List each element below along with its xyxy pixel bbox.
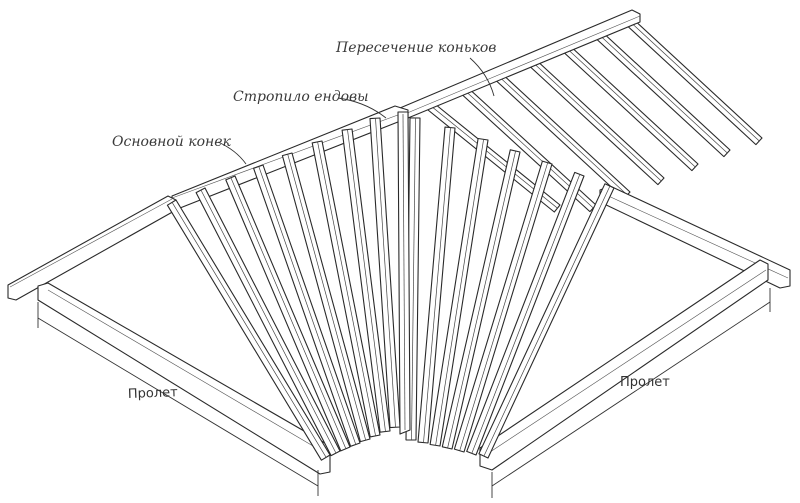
left-rafter-2	[195, 187, 341, 457]
back-rafter-7-face	[629, 20, 760, 142]
secondary-ridge-edge	[399, 15, 641, 117]
left-rafter-7-face	[347, 129, 386, 432]
span-right-line	[491, 301, 771, 487]
right-rafter-7-face	[483, 185, 611, 457]
left-rafter-3	[225, 175, 351, 452]
right-rafter-2-face	[423, 127, 451, 443]
span-right-label: Пролет	[620, 375, 670, 390]
right-rafter-4	[441, 149, 521, 450]
valley-rafter-face	[402, 113, 406, 431]
left-rafter-1	[166, 199, 331, 461]
left-rafter-5	[281, 152, 371, 443]
left-rafter-6-face	[317, 141, 376, 436]
left-bottom-wall-plate	[37, 282, 331, 475]
left-rafter-4-face	[258, 166, 357, 445]
right-rafters	[405, 117, 615, 459]
right-rafter-5	[453, 160, 553, 453]
left-top-plate-edge	[9, 198, 173, 288]
right-rafter-3	[429, 137, 489, 447]
ridge-intersection-leader	[469, 57, 495, 97]
span-dimension-left	[37, 302, 319, 496]
valley-rafter-leader	[337, 97, 387, 119]
span-left-label: Пролет	[128, 385, 179, 402]
left-bottom-plate-edge	[47, 289, 331, 457]
left-rafter-8-face	[375, 118, 396, 428]
right-rafter-1-face	[411, 117, 416, 440]
ridge-intersection-label: Пересечение коньков	[335, 40, 496, 56]
left-rafter-6	[311, 140, 381, 438]
left-rafter-1-face	[171, 202, 327, 458]
left-top-wall-plate	[7, 195, 177, 301]
left-rafter-8	[369, 117, 401, 429]
right-rafter-7	[478, 183, 615, 459]
left-rafters	[166, 117, 401, 461]
back-rafter-4-face	[531, 60, 662, 182]
back-rafter-5-face	[565, 46, 696, 168]
valley-rafter-label: Стропило ендовы	[233, 89, 369, 105]
left-rafter-4	[253, 164, 361, 447]
main-ridge-label: Основной конек	[112, 134, 232, 150]
main-ridge-leader	[217, 141, 247, 165]
span-left-line	[37, 317, 319, 487]
right-rafter-6-face	[471, 174, 581, 454]
right-rafter-6	[466, 171, 585, 456]
left-rafter-3-face	[230, 177, 347, 449]
right-bottom-plate-edge	[483, 269, 767, 457]
right-rafter-4-face	[447, 150, 516, 449]
left-rafter-5-face	[287, 154, 367, 441]
right-rafter-5-face	[459, 162, 549, 451]
left-rafter-2-face	[200, 189, 337, 454]
back-rafter-6-face	[597, 32, 728, 154]
secondary-wing-rafters	[423, 17, 763, 213]
right-bottom-wall-plate	[479, 259, 769, 471]
left-rafter-7	[341, 128, 391, 433]
back-rafter-3-face	[497, 74, 628, 196]
right-rafter-3-face	[435, 139, 484, 446]
right-rafter-2	[417, 126, 456, 444]
span-dimension-right	[491, 288, 771, 498]
